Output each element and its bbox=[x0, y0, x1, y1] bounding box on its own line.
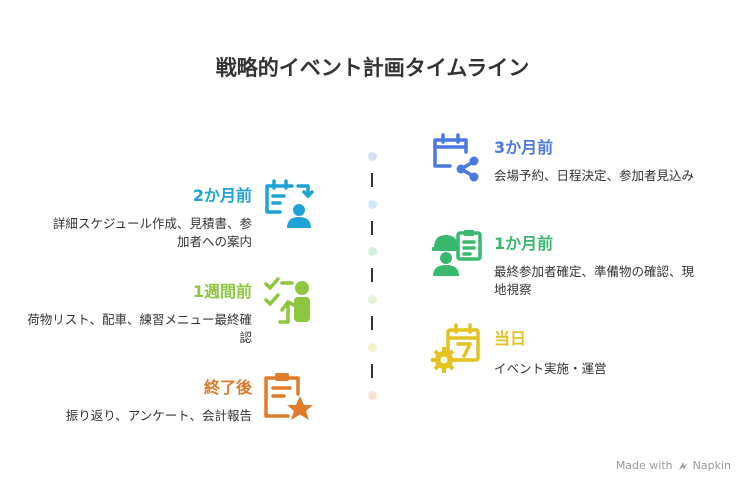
napkin-logo-icon bbox=[678, 461, 687, 470]
timeline-dot bbox=[368, 247, 377, 256]
item-description: 荷物リスト、配車、練習メニュー最終確認 bbox=[27, 312, 252, 345]
footer-attribution: Made with Napkin bbox=[616, 459, 731, 472]
item-title: 2か月前 bbox=[192, 186, 252, 205]
item-title: 1か月前 bbox=[494, 234, 554, 253]
item-description: 会場予約、日程決定、参加者見込み bbox=[494, 168, 695, 183]
timeline-dot bbox=[368, 295, 377, 304]
item-title: 終了後 bbox=[203, 378, 252, 397]
diagram-title: 戦略的イベント計画タイムライン bbox=[215, 56, 530, 80]
timeline-dash bbox=[371, 316, 373, 330]
clipboard-star-icon bbox=[264, 373, 313, 420]
timeline-dot bbox=[368, 152, 377, 161]
timeline-dash bbox=[371, 268, 373, 282]
worker-clipboard-icon bbox=[432, 230, 482, 276]
item-description: 詳細スケジュール作成、見積書、参加者への案内 bbox=[52, 216, 252, 249]
timeline-dot bbox=[368, 200, 377, 209]
checklist-person-icon bbox=[264, 277, 310, 324]
timeline-dash bbox=[371, 221, 373, 235]
calendar-share-icon bbox=[433, 133, 479, 182]
timeline-dot bbox=[368, 343, 377, 352]
item-description: 最終参加者確定、準備物の確認、現地視察 bbox=[494, 264, 695, 297]
timeline-dash bbox=[371, 173, 373, 187]
timeline-dot bbox=[368, 391, 377, 400]
item-description: 振り返り、アンケート、会計報告 bbox=[65, 408, 252, 423]
timeline-dash bbox=[371, 364, 373, 378]
schedule-person-icon bbox=[265, 179, 314, 228]
item-title: 3か月前 bbox=[494, 138, 554, 157]
footer-brand: Napkin bbox=[692, 459, 731, 472]
timeline-spine bbox=[368, 150, 377, 400]
item-title: 1週間前 bbox=[192, 282, 252, 301]
item-description: イベント実施・運営 bbox=[494, 361, 607, 376]
calendar-gear-icon bbox=[431, 323, 480, 373]
footer-made-with: Made with bbox=[615, 459, 673, 472]
item-title: 当日 bbox=[494, 329, 527, 348]
